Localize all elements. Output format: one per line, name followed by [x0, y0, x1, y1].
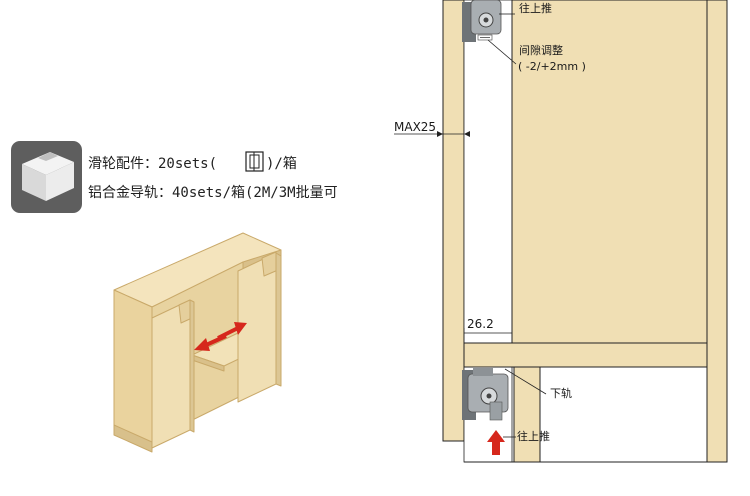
- rail-width-dimension: 26.2: [467, 317, 494, 331]
- package-info: 滑轮配件：20sets( )/箱 铝合金导轨：40sets/箱(2M/3M批量可: [11, 141, 338, 213]
- push-up-label-bottom: 往上推: [517, 429, 550, 443]
- gap-adjust-label: 间隙调整: [519, 43, 563, 57]
- rail-set-count: 铝合金导轨：40sets/箱(2M/3M批量可: [88, 185, 338, 201]
- max-gap-label: MAX25: [394, 120, 436, 134]
- pulley-bracket-icon: [245, 151, 264, 172]
- push-up-arrow-icon: [487, 430, 505, 455]
- pulley-set-count-suffix: )/箱: [266, 156, 297, 172]
- slide-right-arrow-icon: [217, 322, 247, 340]
- lower-rail-label: 下轨: [550, 386, 572, 400]
- cabinet-frame-post: [442, 0, 465, 442]
- push-up-label-top: 往上推: [519, 1, 552, 15]
- annotations: 往上推 间隙调整 ( -2/+2mm ) MAX25 26.2 下轨 往上推: [394, 1, 586, 443]
- right-frame: [706, 0, 728, 463]
- cabinet-illustration: [113, 232, 282, 453]
- pulley-set-count: 滑轮配件：20sets(: [88, 155, 217, 172]
- lower-door-leg: [513, 366, 541, 463]
- gap-range-label: ( -2/+2mm ): [518, 60, 586, 73]
- door-panel: [511, 0, 708, 344]
- slide-direction-arrows: [194, 322, 247, 351]
- top-roller-hardware: [462, 0, 502, 42]
- bottom-roller-hardware: [462, 368, 509, 421]
- lower-rail-bar: [463, 342, 708, 368]
- cross-section: [442, 0, 728, 463]
- carton-box-icon: [11, 141, 82, 213]
